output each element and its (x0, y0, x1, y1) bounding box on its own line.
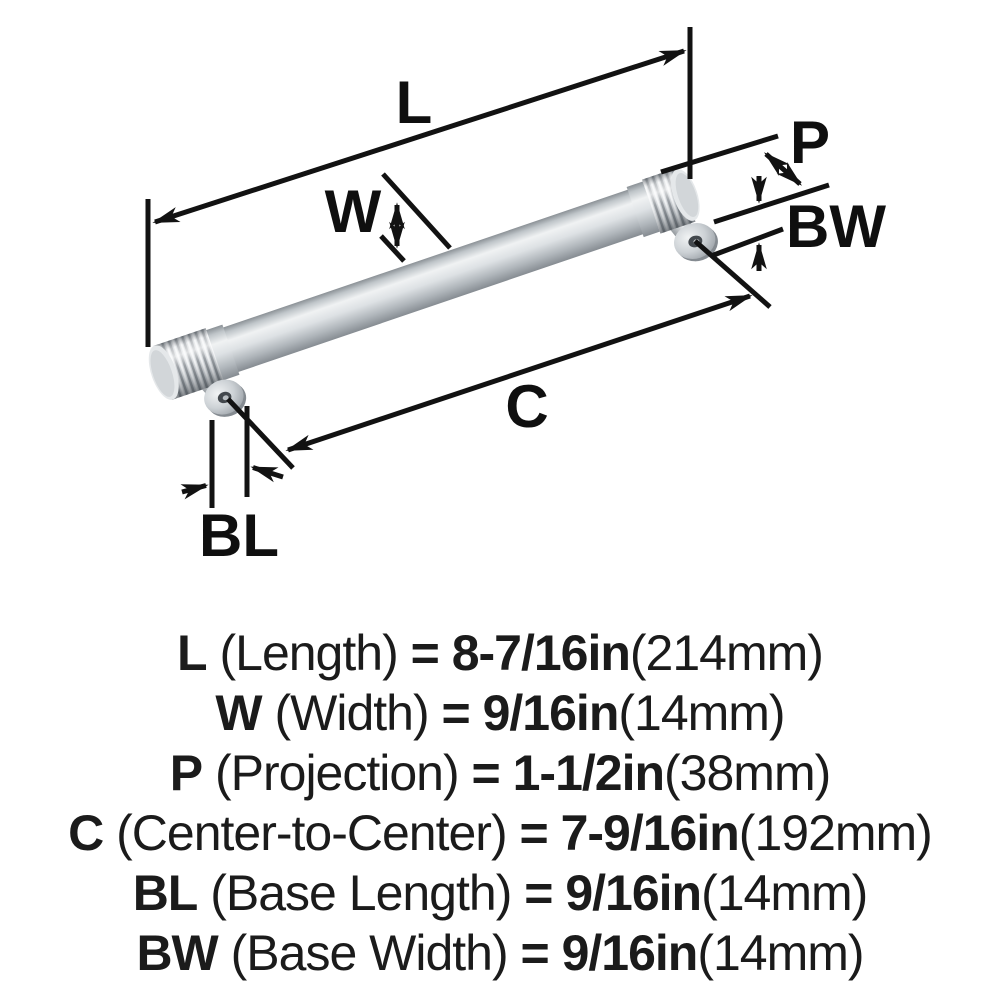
spec-abbr: BW (136, 925, 218, 981)
spec-name: (Length) (206, 625, 411, 681)
p-dimension-arrow (763, 152, 803, 186)
spec-row-length: L (Length) = 8-7/16in(214mm) (0, 623, 1000, 683)
spec-name: (Projection) (202, 745, 472, 801)
spec-metric: (214mm) (629, 625, 824, 681)
dimension-annotations (145, 27, 830, 508)
spec-metric: (14mm) (618, 685, 785, 741)
spec-abbr: W (215, 685, 262, 741)
label-W: W (325, 178, 382, 245)
left-screw-hole-center (222, 395, 229, 401)
spec-abbr: C (68, 805, 104, 861)
spec-metric: (38mm) (664, 745, 831, 801)
spec-value: = 9/16in (520, 925, 699, 981)
spec-name: (Base Length) (197, 865, 525, 921)
w-tick-bottom (379, 234, 406, 263)
spec-row-base-width: BW (Base Width) = 9/16in(14mm) (0, 923, 1000, 983)
spec-abbr: P (169, 745, 203, 801)
spec-row-base-length: BL (Base Length) = 9/16in(14mm) (0, 863, 1000, 923)
spec-value: = 1-1/2in (471, 745, 665, 801)
spec-row-width: W (Width) = 9/16in(14mm) (0, 683, 1000, 743)
spec-row-projection: P (Projection) = 1-1/2in(38mm) (0, 743, 1000, 803)
spec-metric: (14mm) (701, 865, 868, 921)
spec-name: (Width) (261, 685, 442, 741)
bl-left-arrow (180, 483, 209, 500)
bw-extension-line (710, 226, 784, 259)
c-extension-right (693, 239, 772, 309)
spec-metric: (14mm) (697, 925, 864, 981)
p-extension-top (660, 133, 779, 175)
handle-diagram: L W P BW C BL (145, 27, 886, 569)
dim-W (379, 172, 452, 263)
spec-value: = 7-9/16in (519, 805, 740, 861)
spec-abbr: L (177, 625, 208, 681)
c-dimension-line (285, 293, 753, 453)
label-P: P (790, 109, 830, 176)
left-cap-collar (205, 324, 240, 381)
bl-right-arrow (250, 465, 284, 483)
dim-BW (710, 226, 784, 271)
label-BW: BW (786, 193, 886, 260)
c-extension-left (226, 397, 295, 470)
label-BL: BL (199, 502, 279, 569)
w-tick-top (381, 172, 452, 250)
l-dimension-line (152, 48, 687, 225)
label-L: L (396, 69, 433, 136)
handle-bar (219, 189, 646, 373)
dim-C (226, 239, 772, 470)
spec-row-center-to-center: C (Center-to-Center) = 7-9/16in(192mm) (0, 803, 1000, 863)
spec-value: = 8-7/16in (410, 625, 631, 681)
left-cap-face-inner (150, 350, 175, 397)
p-extension-bottom (713, 182, 830, 225)
dim-BL (180, 406, 284, 508)
spec-abbr: BL (132, 865, 199, 921)
spec-metric: (192mm) (738, 805, 933, 861)
spec-value: = 9/16in (524, 865, 702, 921)
spec-list: L (Length) = 8-7/16in(214mm) W (Width) =… (0, 623, 1000, 983)
spec-value: = 9/16in (441, 685, 620, 741)
label-C: C (505, 373, 548, 440)
dim-L (145, 27, 693, 347)
spec-name: (Center-to-Center) (103, 805, 520, 861)
dim-P (660, 133, 830, 225)
spec-name: (Base Width) (217, 925, 521, 981)
